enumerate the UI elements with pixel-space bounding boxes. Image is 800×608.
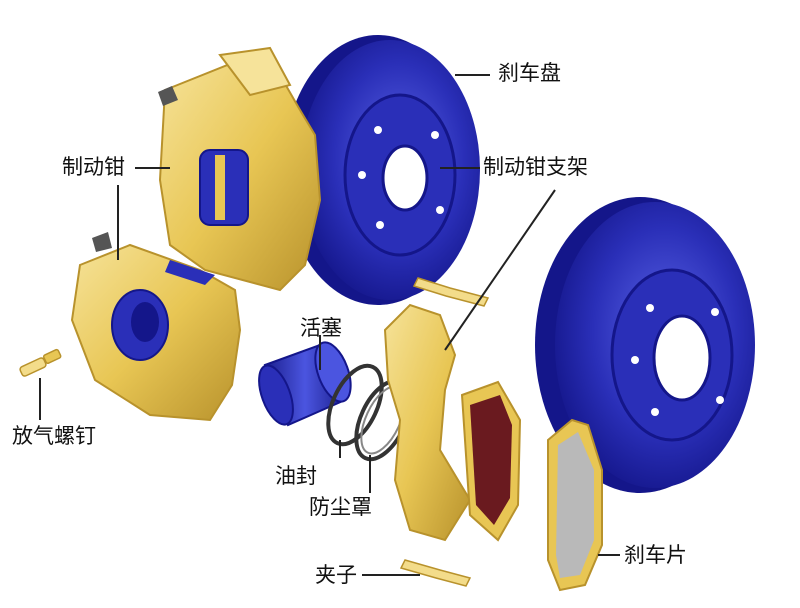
label-brake-pad: 刹车片 — [624, 543, 687, 567]
label-dust-boot: 防尘罩 — [309, 495, 372, 519]
clip-lower — [399, 559, 472, 587]
caliper-exploded — [70, 232, 242, 422]
clip-upper — [412, 277, 490, 307]
label-brake-disc: 刹车盘 — [498, 61, 561, 85]
label-clip: 夹子 — [315, 563, 357, 587]
brake-pad-outer — [547, 418, 603, 592]
leader-lines — [39, 74, 620, 576]
brake-disc-upper — [283, 35, 480, 305]
brake-pad-inner — [460, 380, 522, 542]
brake-disc-lower — [535, 197, 755, 493]
oil-seal — [326, 363, 384, 447]
bleed-screw — [19, 348, 62, 377]
caliper-bracket — [383, 303, 472, 542]
label-piston: 活塞 — [300, 316, 342, 340]
leader-bracket-diagonal — [444, 189, 556, 351]
label-caliper: 制动钳 — [62, 155, 125, 179]
label-bleed-screw: 放气螺钉 — [12, 424, 96, 448]
label-caliper-bracket: 制动钳支架 — [483, 155, 588, 179]
caliper-assembled — [158, 46, 322, 292]
label-oil-seal: 油封 — [275, 464, 317, 488]
